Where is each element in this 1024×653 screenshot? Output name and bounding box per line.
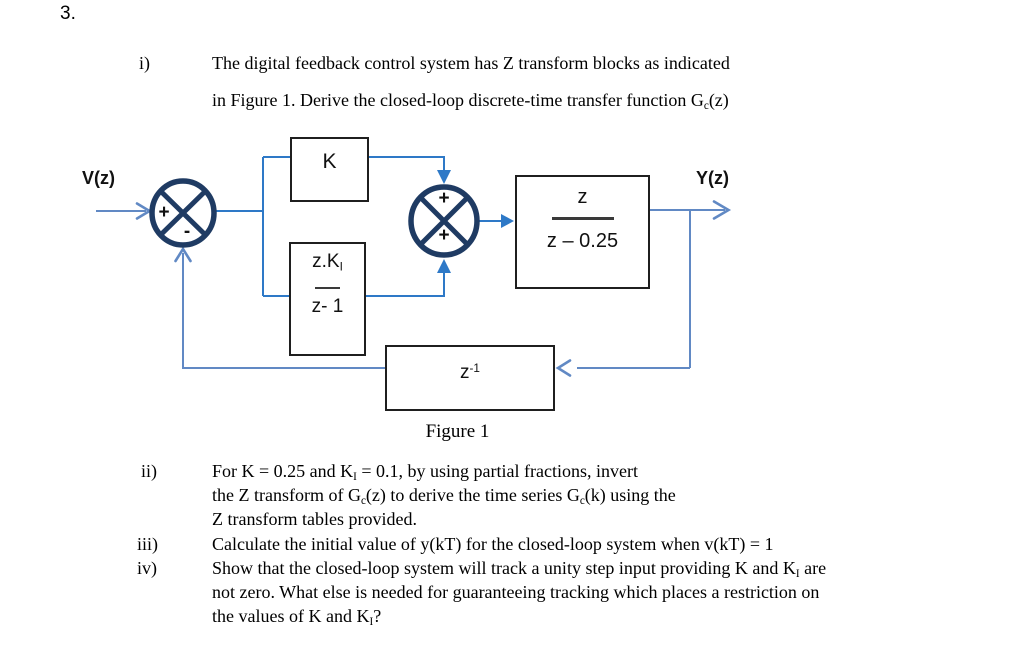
- delay-block-label: z-1: [460, 362, 480, 383]
- sum2-plus-bottom-sign: +: [438, 225, 450, 246]
- io-feedback-lines: [96, 209, 725, 369]
- item-iv-label: iv): [137, 558, 157, 578]
- summing-junction-1: [149, 178, 217, 248]
- integrator-numerator: z.KI: [312, 251, 343, 274]
- arrowhead-into-sum1-bottom: [174, 246, 192, 263]
- junction2-cross-icon: [418, 195, 470, 247]
- junction1-cross-icon: [159, 189, 207, 237]
- filled-arrowheads: [437, 170, 514, 273]
- arrowhead-into-delay: [555, 359, 572, 377]
- feedback-tap-line: [577, 210, 691, 369]
- arrowhead-into-plant: [501, 214, 514, 228]
- item-iv-line1: Show that the closed-loop system will tr…: [212, 558, 827, 581]
- gain-block: K: [290, 137, 369, 202]
- sum1-minus-sign: -: [183, 221, 191, 242]
- item-iii-label: iii): [137, 534, 158, 554]
- feedback-return-line: [182, 253, 385, 369]
- item-ii-line2: the Z transform of Gc(z) to derive the t…: [212, 485, 676, 508]
- sum1-plus-sign: +: [158, 202, 170, 223]
- item-i-line2: in Figure 1. Derive the closed-loop disc…: [212, 90, 729, 113]
- plant-block: z z – 0.25: [515, 175, 650, 289]
- item-iii-line1: Calculate the initial value of y(kT) for…: [212, 534, 774, 554]
- question-number: 3.: [60, 3, 76, 24]
- integrator-output-line: [366, 273, 445, 297]
- integrator-denominator: z- 1: [311, 296, 344, 318]
- branch-lines: [215, 156, 291, 297]
- integrator-block: z.KI z- 1: [289, 242, 366, 356]
- delay-block: z-1: [385, 345, 555, 411]
- item-ii-line1: For K = 0.25 and KI = 0.1, by using part…: [212, 461, 638, 484]
- arrowhead-output: [712, 200, 732, 220]
- figure-caption: Figure 1: [425, 421, 490, 442]
- plant-denominator: z – 0.25: [546, 230, 619, 252]
- item-ii-line3: Z transform tables provided.: [212, 509, 417, 529]
- arrowhead-into-sum2-bottom: [437, 259, 451, 273]
- gain-block-label: K: [322, 149, 337, 173]
- summing-junction-2: [408, 184, 480, 258]
- gain-output-line: [369, 156, 445, 170]
- integrator-fraction-bar: [315, 287, 340, 290]
- input-signal-label: V(z): [82, 168, 115, 188]
- item-i-line1: The digital feedback control system has …: [212, 53, 730, 73]
- item-iv-line3: the values of K and KI?: [212, 606, 382, 629]
- plant-fraction-bar: [551, 217, 614, 220]
- item-iv-line2: not zero. What else is needed for guaran…: [212, 582, 820, 602]
- item-i-label: i): [139, 53, 150, 73]
- item-ii-label: ii): [141, 461, 157, 481]
- plant-numerator: z: [577, 186, 588, 208]
- sum2-plus-top-sign: +: [438, 188, 450, 209]
- output-signal-label: Y(z): [696, 168, 729, 188]
- forward-path-lines: [215, 156, 502, 297]
- arrowhead-into-sum2-top: [437, 170, 451, 184]
